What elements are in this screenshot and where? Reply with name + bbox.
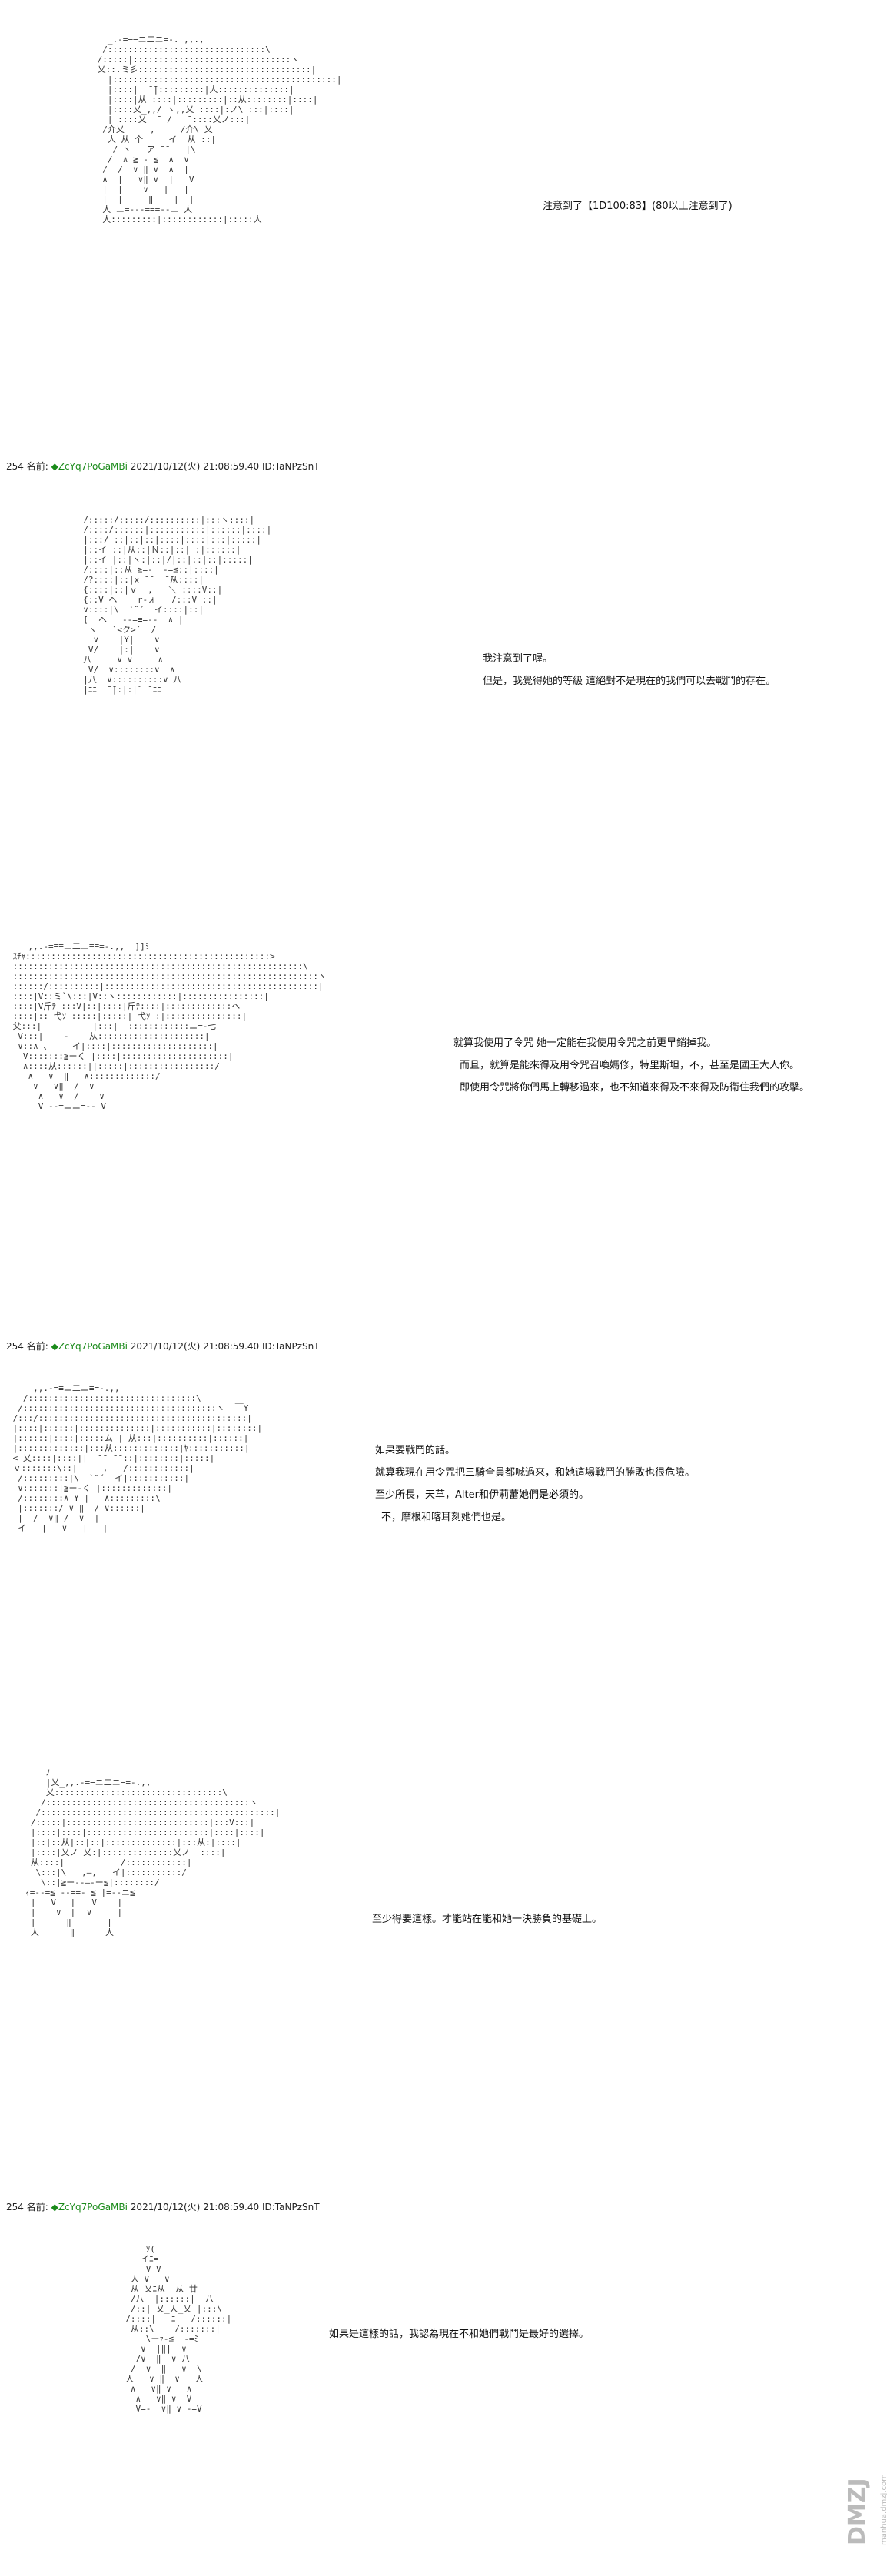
ascii-art-figure: _.-=≡≡ニ二ニ=-. ,,., /:::::::::::::::::::::… [97,35,342,224]
post-datetime: 2021/10/12(火) 21:08:59.40 [130,461,260,472]
dialog-line: 就算我使用了令咒 她一定能在我使用令咒之前更早銷掉我。 [453,1037,717,1049]
ascii-art-figure: /:::::/:::::/::::::::::|:::ヽ::::| /::::/… [83,515,272,695]
dialog-line: 注意到了【1D100:83】(80以上注意到了) [543,201,733,212]
post-id: ID:TaNPzSnT [261,1341,320,1352]
post-datetime: 2021/10/12(火) 21:08:59.40 [130,2202,260,2213]
dialog-text: 如果要戰鬥的話。 就算我現在用令咒把三騎全員都喊過來，和她這場戰鬥的勝敗也很危險… [375,1445,695,1534]
name-label: 名前: [26,461,48,472]
post-number: 254 [6,461,24,472]
post-datetime: 2021/10/12(火) 21:08:59.40 [130,1341,260,1352]
post-header: 254 名前: ◆ZcYq7PoGaMBi 2021/10/12(火) 21:0… [6,461,320,472]
dialog-line: 即使用令咒將你們馬上轉移過來，也不知道來得及不來得及防衛住我們的攻擊。 [460,1082,810,1094]
watermark-sub: manhua.dmzj.com [880,2474,887,2545]
post-number: 254 [6,2202,24,2213]
post-number: 254 [6,1341,24,1352]
dialog-text: 我注意到了喔。 但是，我覺得她的等級 這絕對不是現在的我們可以去戰鬥的存在。 [483,653,776,698]
panel-3: _,,.-=≡≡ニ二ニ≡≡=-.,,_ ]]ﾐ ｽﾁｬ:::::::::::::… [0,930,887,1352]
name-label: 名前: [26,2202,48,2213]
watermark-text: DMZJ [844,2478,871,2545]
dialog-text: 注意到了【1D100:83】(80以上注意到了) [543,201,733,223]
panel-2: /:::::/:::::/::::::::::|:::ヽ::::| /::::/… [0,492,887,930]
site-watermark-logo: DMZJ manhua.dmzj.com [844,2430,887,2545]
dialog-line: 至少得要這樣。才能站在能和她一決勝負的基礎上。 [372,1914,603,1925]
post-trip[interactable]: ◆ZcYq7PoGaMBi [51,2202,128,2213]
dialog-text: 就算我使用了令咒 她一定能在我使用令咒之前更早銷掉我。 而且，就算是能來得及用令… [453,1037,809,1104]
post-id: ID:TaNPzSnT [261,2202,320,2213]
post-header: 254 名前: ◆ZcYq7PoGaMBi 2021/10/12(火) 21:0… [6,1341,320,1352]
panel-5: ﾉ |乂_,,.-=≡ニ二ニ≡=-.,, 乂::::::::::::::::::… [0,1760,887,2221]
dialog-text: 如果是這樣的話，我認為現在不和她們戰鬥是最好的選擇。 [329,2329,589,2351]
panel-1: _.-=≡≡ニ二ニ=-. ,,., /:::::::::::::::::::::… [0,0,887,472]
ascii-art-figure: ｿ( イﾆ= V V 人 V ∨ 从 乂ﾆ从 从 廿 /八 |::::::| 八… [125,2244,232,2414]
dialog-line: 而且，就算是能來得及用令咒召喚媽修，特里斯坦，不，甚至是國王大人你。 [460,1060,800,1071]
dialog-line: 我注意到了喔。 [483,653,553,665]
dialog-line: 不，摩根和喀耳刻她們也是。 [381,1512,512,1523]
ascii-art-figure: _,,.-=≡≡ニ二ニ≡≡=-.,,_ ]]ﾐ ｽﾁｬ:::::::::::::… [12,941,327,1111]
dialog-line: 如果要戰鬥的話。 [375,1445,456,1456]
post-trip[interactable]: ◆ZcYq7PoGaMBi [51,1341,128,1352]
name-label: 名前: [26,1341,48,1352]
dialog-line: 如果是這樣的話，我認為現在不和她們戰鬥是最好的選擇。 [329,2329,590,2340]
post-id: ID:TaNPzSnT [261,461,320,472]
dialog-line: 但是，我覺得她的等級 這絕對不是現在的我們可以去戰鬥的存在。 [483,676,776,687]
post-header: 254 名前: ◆ZcYq7PoGaMBi 2021/10/12(火) 21:0… [6,2202,320,2213]
dialog-line: 就算我現在用令咒把三騎全員都喊過來，和她這場戰鬥的勝敗也很危險。 [375,1467,696,1479]
dialog-text: 至少得要這樣。才能站在能和她一決勝負的基礎上。 [372,1914,602,1936]
panel-6: ｿ( イﾆ= V V 人 V ∨ 从 乂ﾆ从 从 廿 /八 |::::::| 八… [0,2236,887,2576]
panel-4: _,,.-=≡ニ二ニ≡=-.,, /::::::::::::::::::::::… [0,1376,887,1775]
ascii-art-figure: ﾉ |乂_,,.-=≡ニ二ニ≡=-.,, 乂::::::::::::::::::… [25,1768,281,1937]
ascii-art-figure: _,,.-=≡ニ二ニ≡=-.,, /::::::::::::::::::::::… [12,1383,263,1533]
post-trip[interactable]: ◆ZcYq7PoGaMBi [51,461,128,472]
dialog-line: 至少所長，天草，Alter和伊莉蕾她們是必須的。 [375,1489,589,1501]
